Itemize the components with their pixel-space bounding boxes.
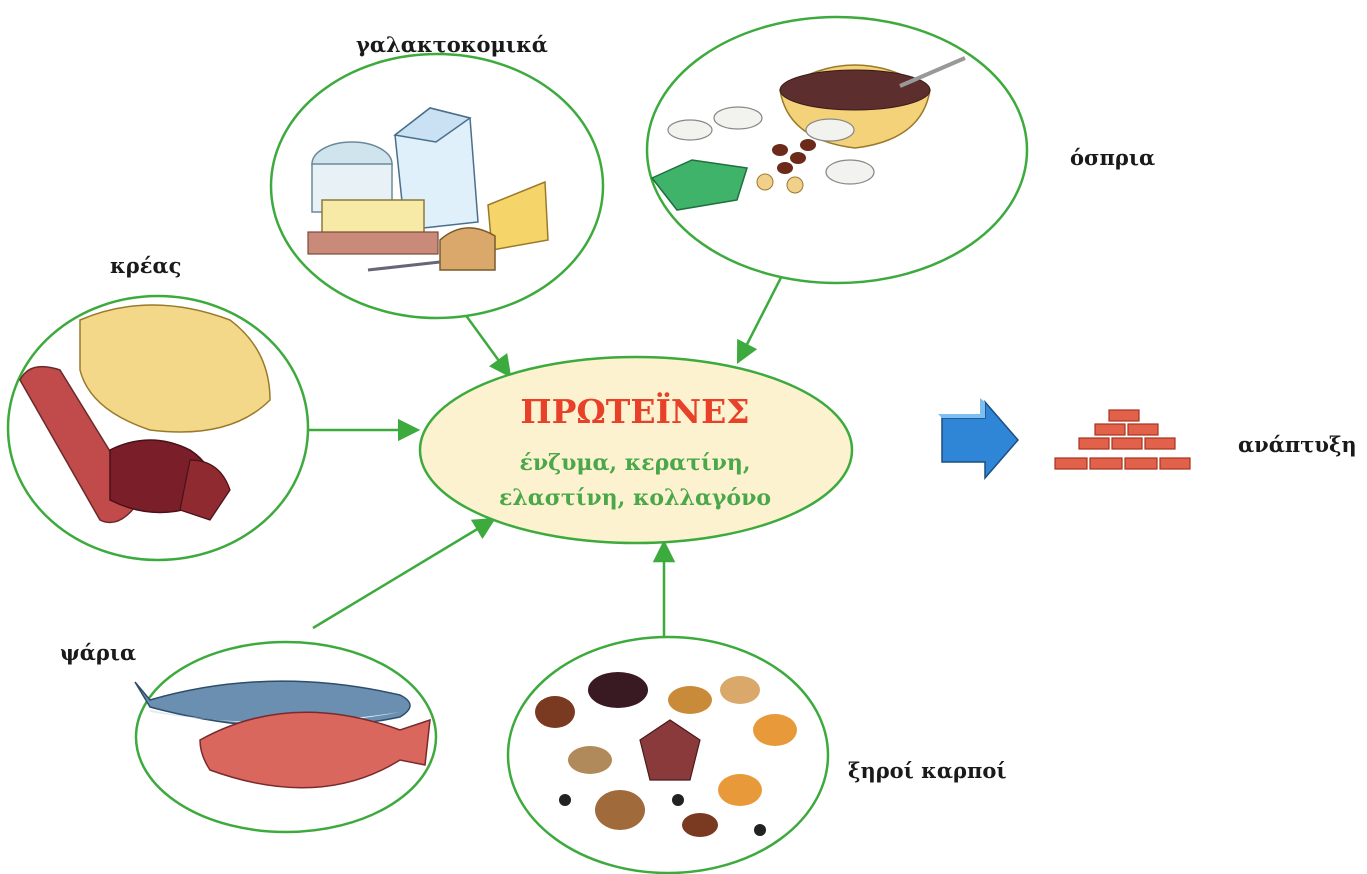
label-nuts: ξηροί καρποί <box>848 758 1007 783</box>
arrow-fish-to-proteins <box>312 517 496 630</box>
proteins-examples-line-2: ελαστίνη, κολλαγόνο <box>498 485 772 511</box>
label-legumes: όσπρια <box>1070 145 1156 170</box>
fish-icon <box>134 640 438 834</box>
dairy-products-icon <box>269 52 605 320</box>
dried-fruits-nuts-icon <box>506 635 830 874</box>
brick-wall-icon <box>1054 409 1191 470</box>
label-dairy: γαλακτοκομικά <box>356 32 548 57</box>
proteins-examples-line-1: ένζυμα, κερατίνη, <box>519 450 751 476</box>
blue-block-arrow-icon <box>938 398 1019 481</box>
proteins-ellipse <box>418 355 854 545</box>
label-meat: κρέας <box>110 253 182 278</box>
legumes-bowl-icon <box>645 15 1029 285</box>
label-growth: ανάπτυξη <box>1238 432 1357 457</box>
meat-chicken-icon <box>6 294 310 562</box>
proteins-title: ΠΡΩΤΕΪΝΕΣ <box>520 392 750 431</box>
label-fish: ψάρια <box>60 640 137 665</box>
arrow-dairy-to-proteins <box>460 309 512 378</box>
